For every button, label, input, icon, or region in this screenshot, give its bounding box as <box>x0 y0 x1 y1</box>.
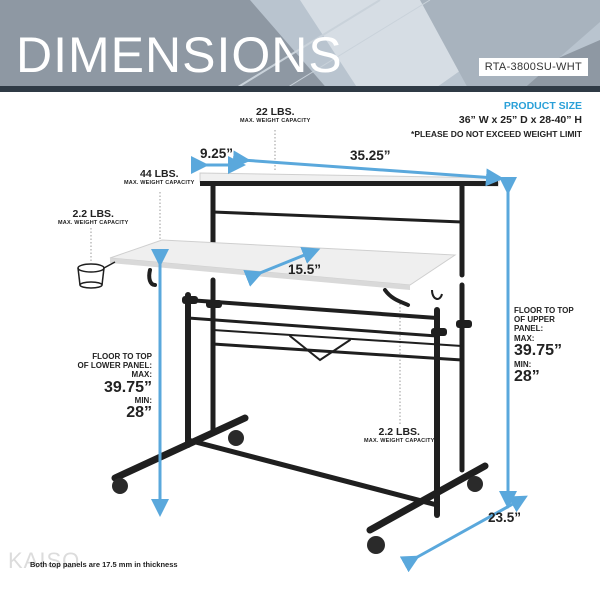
cup-holder-weight-value: 2.2 LBS. <box>72 208 114 220</box>
lower-panel-height-max: 39.75” <box>103 378 152 396</box>
brand-watermark: KAISO <box>8 548 81 573</box>
hook-weight: 2.2 LBS. MAX. WEIGHT CAPACITY <box>364 426 435 444</box>
upper-panel-height-max: 39.75” <box>514 341 563 359</box>
product-size-block: PRODUCT SIZE 36” W x 25” D x 28-40” H *P… <box>411 100 582 139</box>
lower-panel-height-title-3: MAX: <box>131 370 152 380</box>
upper-panel-height-block: FLOOR TO TOP OF UPPER PANEL: MAX: 39.75”… <box>514 306 574 385</box>
upper-panel-height-title-3: PANEL: <box>514 324 544 334</box>
upper-panel-height-title-4: MAX: <box>514 333 535 343</box>
product-size-label: PRODUCT SIZE <box>503 100 582 112</box>
lower-panel-height-title-1: FLOOR TO TOP <box>92 352 152 361</box>
lower-panel-weight: 44 LBS. MAX. WEIGHT CAPACITY <box>124 168 195 186</box>
desk-frame <box>111 182 489 534</box>
upper-panel-height-title-2: OF UPPER <box>514 315 555 325</box>
model-number-badge: RTA-3800SU-WHT <box>478 58 588 76</box>
upper-panel-weight: 22 LBS. MAX. WEIGHT CAPACITY <box>240 106 311 124</box>
height-adjust-knobs <box>182 296 472 336</box>
side-hook <box>431 289 443 300</box>
upper-panel-height-min: 28” <box>514 367 540 385</box>
arrow-upper-width <box>232 150 504 187</box>
lower-panel-weight-caption: MAX. WEIGHT CAPACITY <box>124 180 195 186</box>
lower-depth-dimension-label: 15.5” <box>288 262 322 277</box>
base-depth-dimension-label: 23.5” <box>488 510 522 525</box>
arrow-base-depth <box>399 495 528 573</box>
arrow-lower-depth <box>243 247 321 287</box>
leader-lines <box>90 130 401 425</box>
upper-panel-height-title-1: FLOOR TO TOP <box>514 306 574 315</box>
upper-panel-weight-caption: MAX. WEIGHT CAPACITY <box>240 118 311 124</box>
header-banner: DIMENSIONS RTA-3800SU-WHT <box>0 0 600 92</box>
lower-panel-weight-value: 44 LBS. <box>140 168 179 180</box>
cup-holder-weight: 2.2 LBS. MAX. WEIGHT CAPACITY <box>58 208 129 226</box>
cup-holder-weight-caption: MAX. WEIGHT CAPACITY <box>58 220 129 226</box>
dimension-arrows <box>151 150 528 573</box>
upper-width-dimension-label: 35.25” <box>350 148 391 163</box>
banner-background-graphic <box>0 0 600 92</box>
cup-holder <box>77 261 116 289</box>
offset-dimension-label: 9.25” <box>200 146 234 161</box>
page-title: DIMENSIONS <box>16 27 343 83</box>
caster-wheels <box>112 430 483 554</box>
upper-panel-height-min-label: MIN: <box>514 359 532 369</box>
panel-thickness-note: Both top panels are 17.5 mm in thickness <box>30 560 178 569</box>
product-size-dimensions: 36” W x 25” D x 28-40” H <box>458 114 582 126</box>
lower-panel-height-title-2: OF LOWER PANEL: <box>77 361 152 371</box>
upper-panel-weight-value: 22 LBS. <box>256 106 295 118</box>
lower-panel-height-min-label: MIN: <box>134 396 152 406</box>
weight-limit-warning: *PLEASE DO NOT EXCEED WEIGHT LIMIT <box>411 129 582 139</box>
hook-weight-caption: MAX. WEIGHT CAPACITY <box>364 438 435 444</box>
hook-weight-value: 2.2 LBS. <box>378 426 420 438</box>
lower-panel-height-min: 28” <box>126 404 152 422</box>
lower-panel-height-block: FLOOR TO TOP OF LOWER PANEL: MAX: 39.75”… <box>77 352 152 422</box>
